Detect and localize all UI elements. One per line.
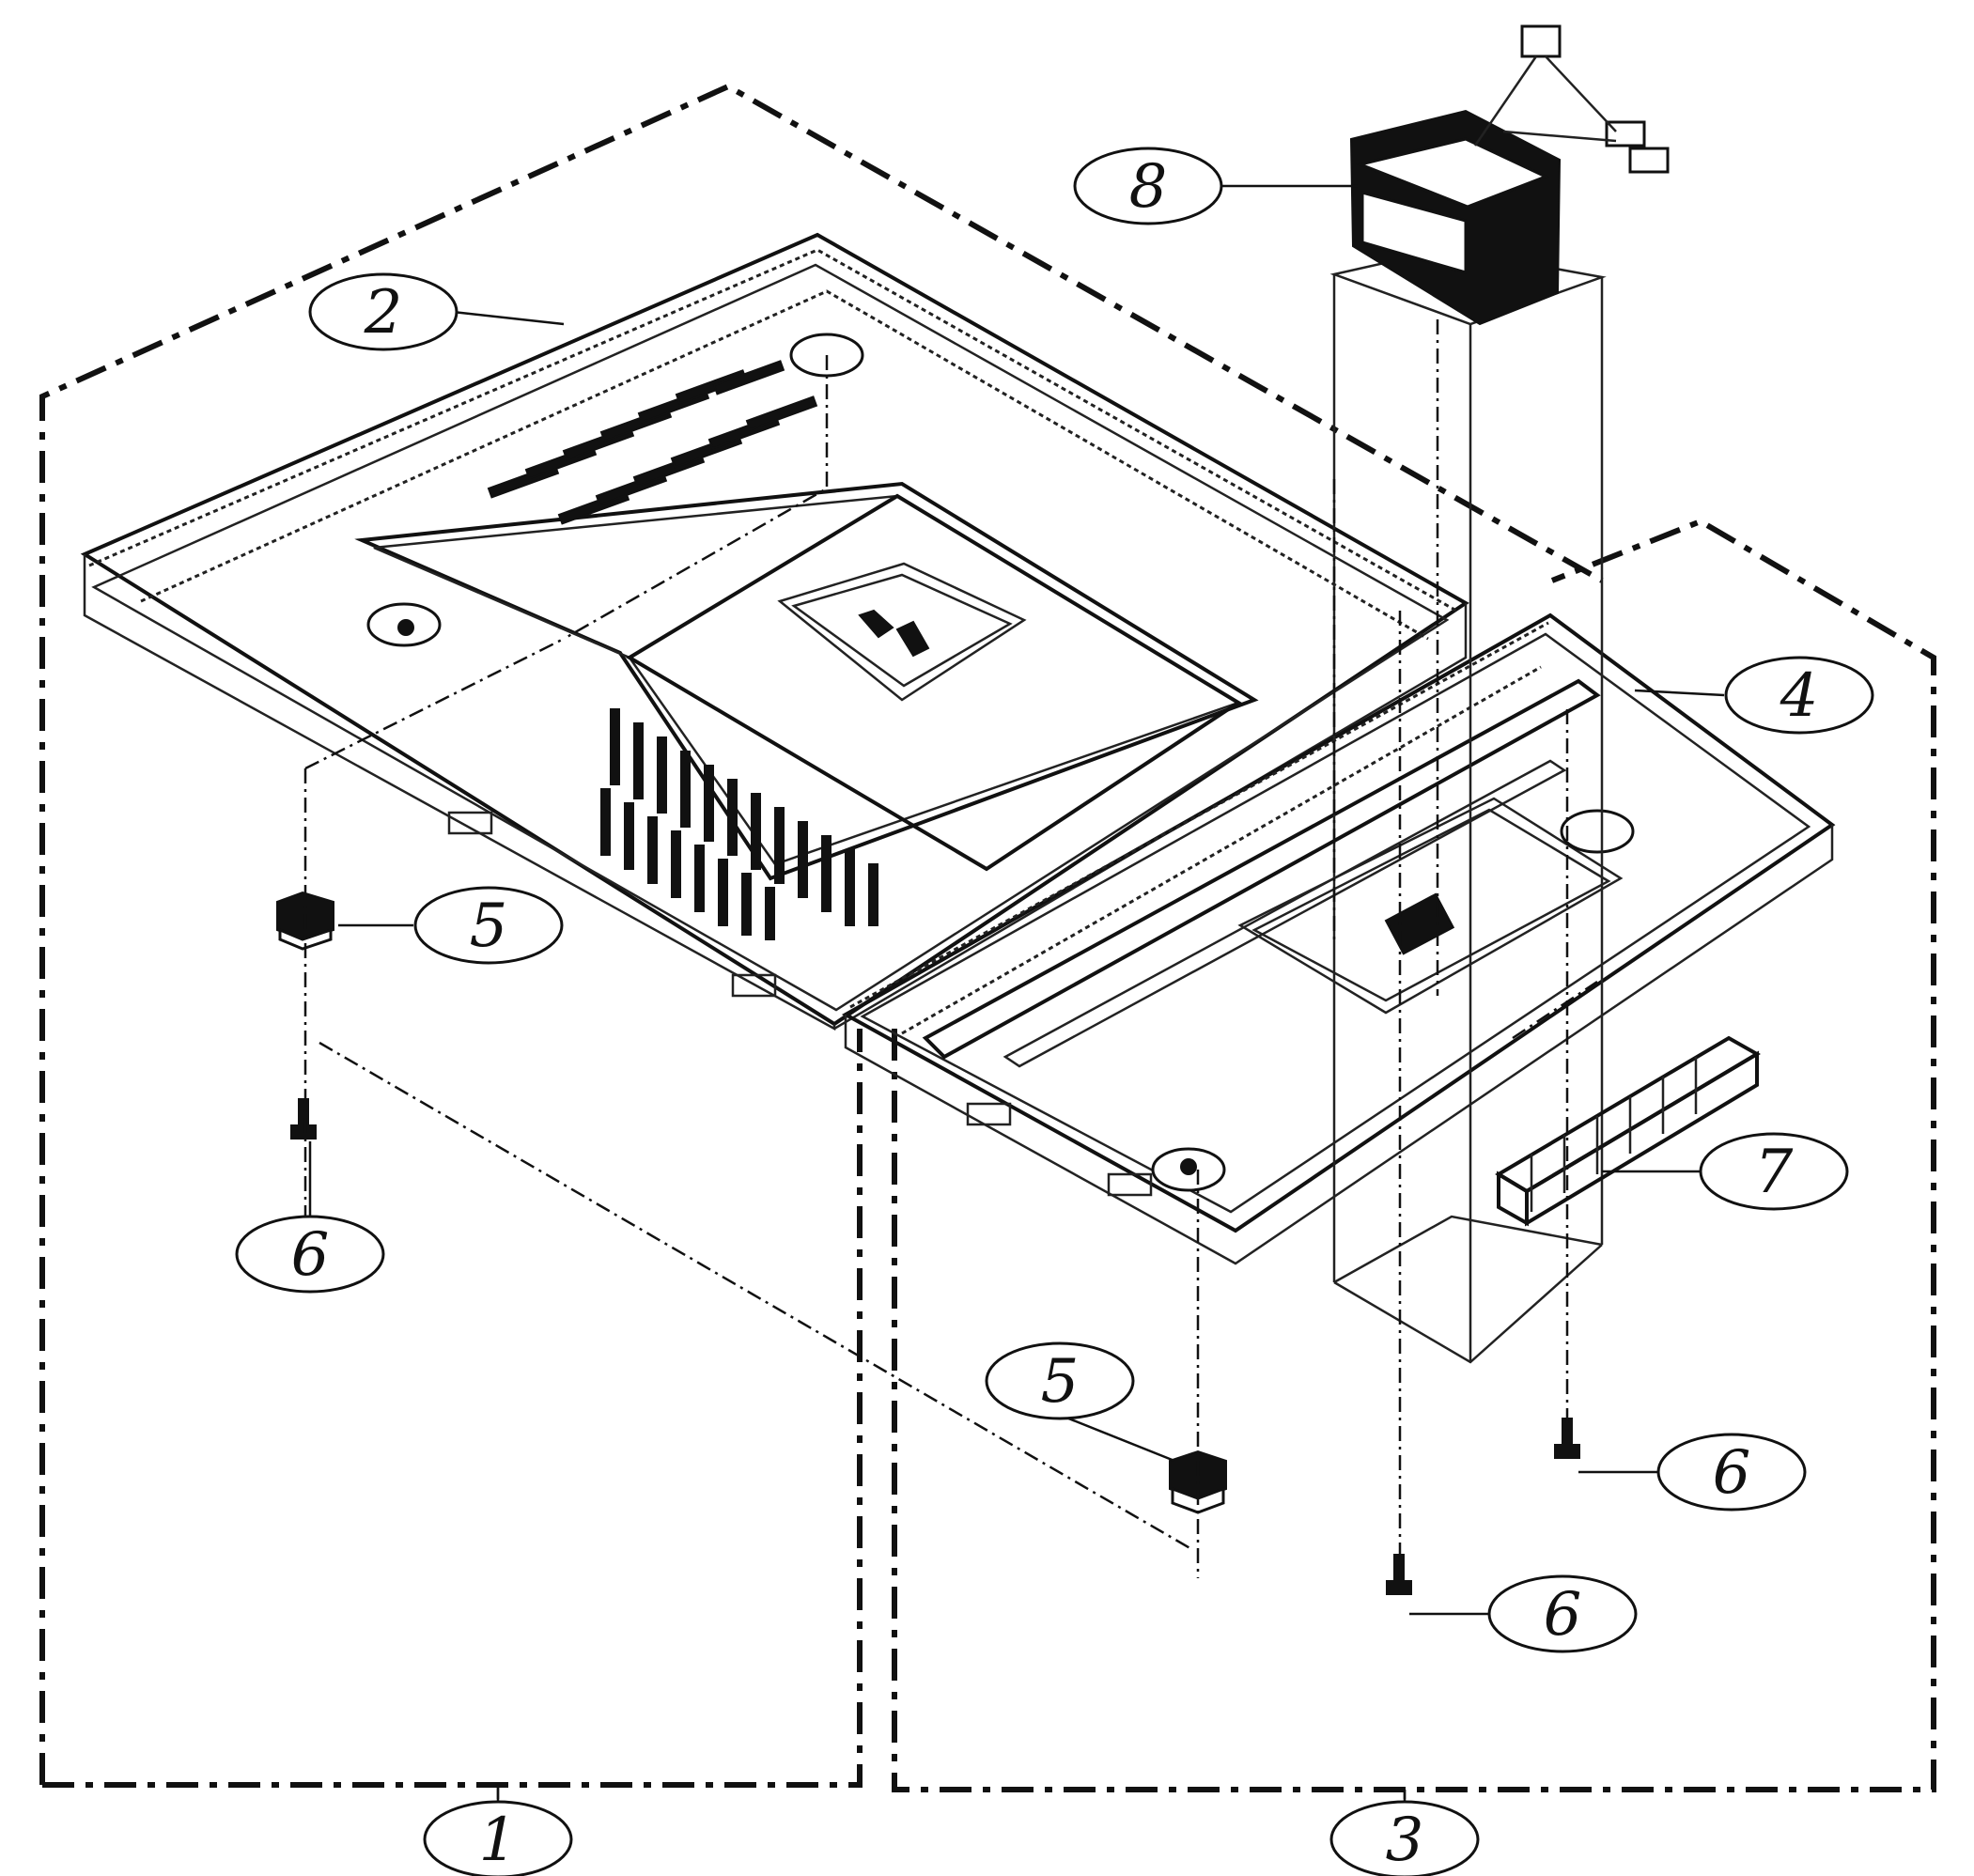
callout-6-right-upper-label: 6 xyxy=(1713,1438,1751,1508)
leader-lines xyxy=(308,184,1725,1799)
group-outline-left xyxy=(39,83,1604,1788)
vent-slots-front xyxy=(600,708,878,940)
callout-4: 4 xyxy=(1724,656,1874,735)
callout-7: 7 xyxy=(1699,1132,1849,1211)
callout-6-right-lower: 6 xyxy=(1487,1574,1638,1653)
callout-2-label: 2 xyxy=(364,278,403,348)
callout-5-left-label: 5 xyxy=(470,891,508,961)
base-chassis xyxy=(841,612,1836,1265)
callout-6-right-upper: 6 xyxy=(1656,1433,1807,1512)
assembly-axes xyxy=(303,319,1598,1578)
connector-plugs xyxy=(1473,24,1670,174)
callout-8-label: 8 xyxy=(1129,152,1168,222)
callout-7-label: 7 xyxy=(1755,1138,1794,1207)
callout-1-label: 1 xyxy=(479,1806,518,1875)
callout-6-left-label: 6 xyxy=(291,1220,330,1290)
callout-4-label: 4 xyxy=(1780,661,1819,731)
callout-5-left: 5 xyxy=(413,886,564,965)
terminal-strip xyxy=(1495,1035,1761,1227)
callout-3-label: 3 xyxy=(1386,1806,1424,1875)
callout-1: 1 xyxy=(423,1785,573,1876)
cover-panel xyxy=(80,232,1469,1031)
callout-8: 8 xyxy=(1073,147,1223,225)
callout-6-left: 6 xyxy=(235,1215,385,1294)
callout-5-right: 5 xyxy=(985,1341,1135,1420)
callout-3: 3 xyxy=(1329,1790,1480,1876)
callout-6-right-lower-label: 6 xyxy=(1544,1580,1582,1650)
vent-slots-top xyxy=(487,360,818,525)
callout-2: 2 xyxy=(308,272,459,351)
module-unit xyxy=(1329,24,1670,1364)
screw-right-upper xyxy=(1554,1418,1580,1459)
callout-5-right-label: 5 xyxy=(1041,1347,1080,1417)
group-outline-right xyxy=(892,518,1936,1792)
screw-left xyxy=(290,1098,317,1140)
